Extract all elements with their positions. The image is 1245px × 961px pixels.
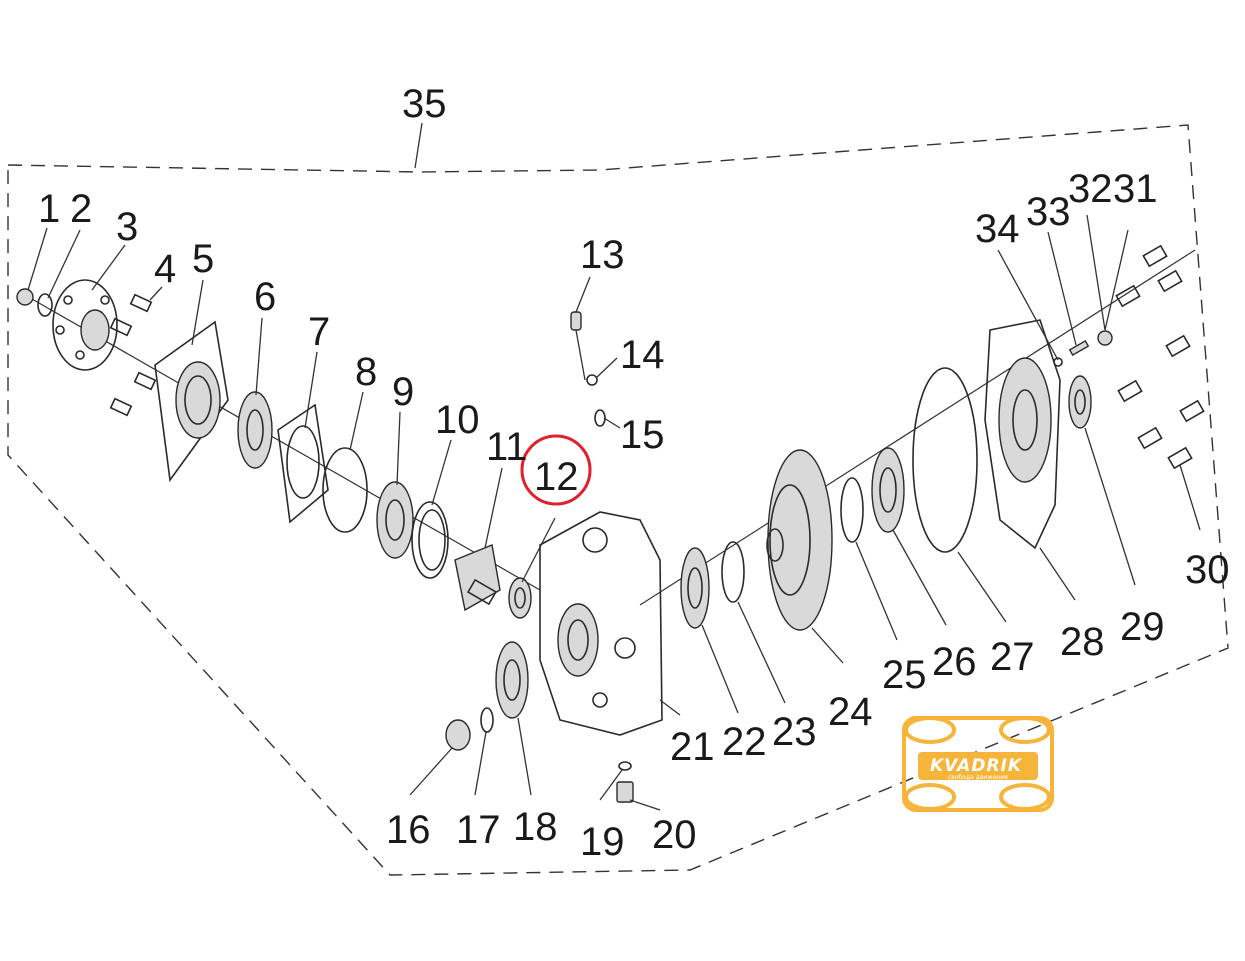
part-pin-33 [1068, 339, 1090, 357]
part-o-ring-8 [322, 447, 368, 533]
callout-15: 15 [620, 413, 665, 457]
callout-25: 25 [882, 653, 927, 697]
leader-lines [27, 122, 1201, 811]
callout-9: 9 [392, 370, 414, 414]
callout-8: 8 [355, 350, 377, 394]
callout-2: 2 [70, 187, 92, 231]
callout-19: 19 [580, 820, 625, 864]
assembly-boundary [7, 124, 1229, 876]
callout-23: 23 [772, 710, 817, 754]
callout-10: 10 [435, 398, 480, 442]
part-nut-32 [1097, 330, 1113, 346]
part-bolt-31 [1142, 244, 1168, 268]
part-bearing-18 [495, 641, 529, 719]
callout-14: 14 [620, 333, 665, 377]
part-pinion-gear-11 [454, 544, 501, 612]
part-clip-14 [586, 374, 598, 386]
callout-1: 1 [38, 187, 60, 231]
callout-3: 3 [116, 205, 138, 249]
callout-22: 22 [722, 720, 767, 764]
callout-11: 11 [486, 425, 528, 469]
part-nut-1 [16, 288, 34, 306]
part-o-ring-27 [912, 367, 978, 553]
callout-16: 16 [386, 808, 431, 852]
part-cover-28 [984, 319, 1061, 550]
callout-13: 13 [580, 233, 625, 277]
part-nut-16 [445, 719, 471, 751]
part-bearing-12 [508, 577, 532, 619]
callout-24: 24 [828, 690, 873, 734]
part-washer-34 [1053, 357, 1063, 367]
callout-5: 5 [192, 237, 214, 281]
part-shim-10 [411, 501, 449, 579]
part-washer-19 [618, 761, 632, 771]
callout-26: 26 [932, 640, 977, 684]
callout-27: 27 [990, 635, 1035, 679]
part-bearing-22 [680, 547, 710, 629]
callout-32: 32 [1068, 167, 1113, 211]
part-shim-23 [721, 541, 745, 603]
part-breather-13 [570, 311, 586, 381]
callout-18: 18 [513, 805, 558, 849]
callout-30: 30 [1185, 548, 1230, 592]
part-ring-gear-24 [766, 449, 833, 631]
part-drain-plug-20 [616, 781, 634, 803]
callout-28: 28 [1060, 620, 1105, 664]
part-washer-17 [480, 707, 494, 733]
part-gear-case-21 [539, 511, 663, 736]
callout-34: 34 [975, 207, 1020, 251]
part-shim-25 [840, 477, 864, 543]
part-washer-15 [594, 409, 606, 427]
callout-6: 6 [254, 275, 276, 319]
axis-line-left [24, 294, 541, 591]
part-bolt-4 [109, 293, 157, 417]
logo-brand: KVADRIK [930, 756, 1023, 776]
callout-17: 17 [456, 808, 501, 852]
axis-line-right [639, 249, 1196, 606]
callout-20: 20 [652, 813, 697, 857]
callout-31: 31 [1113, 167, 1158, 211]
highlight-circle [520, 434, 592, 506]
callout-12: 12 [534, 455, 579, 499]
callout-7: 7 [308, 310, 330, 354]
callout-21: 21 [670, 725, 715, 769]
callout-4: 4 [154, 247, 176, 291]
part-seal-6 [237, 391, 273, 469]
part-seal-29 [1068, 375, 1092, 429]
part-bearing-housing-5 [154, 320, 229, 483]
part-bearing-9 [376, 481, 414, 559]
part-washer-2 [37, 293, 53, 317]
callout-29: 29 [1120, 605, 1165, 649]
part-bolts-30 [1115, 269, 1205, 470]
callout-33: 33 [1026, 190, 1071, 234]
part-bearing-26 [871, 447, 905, 533]
kvadrik-logo: KVADRIK свобода движения [902, 716, 1054, 812]
logo-tagline: свобода движения [948, 774, 1008, 781]
part-gasket-7 [277, 403, 329, 524]
part-hub-flange-3 [52, 279, 118, 371]
callout-35: 35 [402, 82, 447, 126]
